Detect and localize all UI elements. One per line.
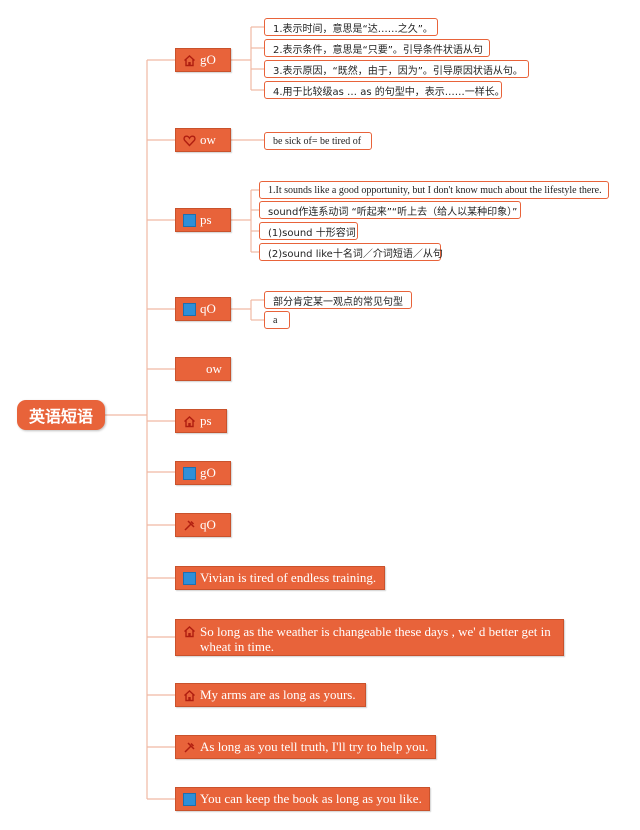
blue-square-icon	[183, 466, 196, 480]
node-label: gO	[200, 52, 216, 67]
leaf-item[interactable]: 部分肯定某一观点的常见句型	[264, 291, 412, 309]
node-ow[interactable]: ow	[175, 357, 231, 381]
blue-square-icon	[183, 213, 196, 227]
node-qo[interactable]: qO	[175, 297, 231, 321]
node-label: So long as the weather is changeable the…	[200, 624, 551, 654]
leaf-item[interactable]: 1.表示时间，意思是“达……之久”。	[264, 18, 438, 36]
node-label: As long as you tell truth, I'll try to h…	[200, 739, 429, 754]
node-label: qO	[200, 517, 216, 532]
leaf-item[interactable]: 4.用于比较级as … as 的句型中，表示……一样长。	[264, 81, 505, 99]
node-sentence[interactable]: Vivian is tired of endless training.	[175, 566, 385, 590]
node-label: ow	[200, 132, 216, 147]
leaf-item[interactable]: 3.表示原因，“既然，由于，因为”。引导原因状语从句。	[264, 60, 529, 78]
leaf-item[interactable]: 1.It sounds like a good opportunity, but…	[259, 181, 609, 199]
node-label: You can keep the book as long as you lik…	[200, 791, 422, 806]
house-icon	[183, 415, 196, 428]
node-label: ps	[200, 413, 212, 428]
leaf-item[interactable]: be sick of= be tired of	[264, 132, 372, 150]
node-label: Vivian is tired of endless training.	[200, 570, 377, 585]
node-qo[interactable]: qO	[175, 513, 231, 537]
node-label: My arms are as long as yours.	[200, 687, 356, 702]
node-sentence[interactable]: You can keep the book as long as you lik…	[175, 787, 430, 811]
blue-square-icon	[183, 302, 196, 316]
leaf-item[interactable]: (2)sound like十名词／介词短语／从句	[259, 243, 443, 261]
root-node[interactable]: 英语短语	[17, 400, 105, 430]
blue-square-icon	[183, 571, 196, 585]
tools-icon	[183, 741, 196, 754]
node-ps[interactable]: ps	[175, 409, 227, 433]
node-go[interactable]: gO	[175, 48, 231, 72]
node-sentence[interactable]: As long as you tell truth, I'll try to h…	[175, 735, 436, 759]
node-ow[interactable]: ow	[175, 128, 231, 152]
house-icon	[183, 625, 196, 638]
house-icon	[183, 689, 196, 702]
heart-icon	[183, 134, 196, 147]
node-sentence[interactable]: My arms are as long as yours.	[175, 683, 366, 707]
node-sentence[interactable]: So long as the weather is changeable the…	[175, 619, 564, 656]
node-label: ow	[206, 361, 222, 376]
blue-square-icon	[183, 792, 196, 806]
leaf-item[interactable]: a	[264, 311, 290, 329]
node-label: qO	[200, 301, 216, 316]
leaf-item[interactable]: 2.表示条件，意思是“只要”。引导条件状语从句	[264, 39, 490, 57]
node-label: gO	[200, 465, 216, 480]
node-go[interactable]: gO	[175, 461, 231, 485]
node-label: ps	[200, 212, 212, 227]
tools-icon	[183, 519, 196, 532]
house-icon	[183, 54, 196, 67]
node-ps[interactable]: ps	[175, 208, 231, 232]
leaf-item[interactable]: (1)sound 十形容词	[259, 222, 358, 240]
leaf-item[interactable]: sound作连系动词 “听起来”“听上去（给人以某种印象）”	[259, 201, 521, 219]
